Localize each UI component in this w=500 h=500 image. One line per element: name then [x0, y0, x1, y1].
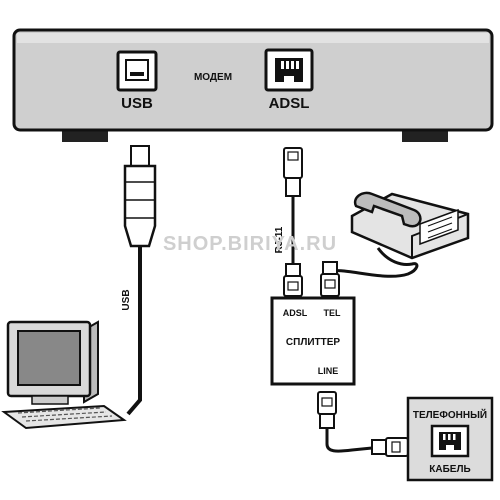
modem-center-label: МОДЕМ: [194, 72, 232, 83]
splitter-adsl-port-label: ADSL: [283, 308, 308, 318]
line-end-boot: [371, 439, 387, 455]
monitor-stand: [31, 395, 69, 405]
computer: [1, 320, 127, 430]
rj11-cable: RJ-11: [274, 147, 303, 297]
usb-cable-wire: [126, 246, 142, 416]
usb-plug-tip: [130, 145, 150, 167]
modem: USB МОДЕМ ADSL: [12, 28, 494, 142]
rj11-top-boot: [285, 177, 301, 197]
line-wire: [325, 428, 373, 453]
phone-cord: [329, 247, 419, 278]
keyboard: [1, 404, 127, 430]
modem-usb-label: USB: [121, 95, 153, 112]
line-cable: [317, 391, 409, 457]
splitter-tel-port-label: TEL: [324, 308, 342, 318]
rj11-bottom-plug: [283, 275, 303, 297]
phone-handset: [353, 191, 422, 228]
usb-cable: USB: [121, 145, 157, 416]
usb-cable-label: USB: [121, 289, 132, 310]
wall-socket-jack: [430, 424, 470, 458]
splitter-line-port-label: LINE: [318, 366, 339, 376]
line-top-boot: [319, 413, 335, 429]
rj11-cable-label: RJ-11: [274, 226, 285, 253]
modem-usb-port: [116, 50, 158, 92]
modem-top-band: [17, 33, 489, 43]
modem-adsl-port: [264, 48, 314, 92]
watermark: SHOP.BIRIYA.RU: [163, 233, 337, 255]
modem-adsl-label: ADSL: [269, 95, 310, 112]
line-top-plug: [317, 391, 337, 415]
wall-socket-label-top: ТЕЛЕФОННЫЙ: [413, 408, 487, 421]
splitter-title: СПЛИТТЕР: [286, 337, 341, 348]
usb-plug-body: [123, 164, 157, 248]
wall-socket: ТЕЛЕФОННЫЙ КАБЕЛЬ: [406, 396, 494, 482]
phone-plug: [320, 273, 340, 297]
wall-socket-label-bottom: КАБЕЛЬ: [429, 464, 470, 475]
line-end-plug: [385, 437, 409, 457]
splitter-body: [270, 296, 356, 386]
telephone: [320, 191, 470, 297]
monitor-screen: [17, 330, 81, 386]
splitter: ADSL TEL СПЛИТТЕР LINE: [270, 296, 356, 386]
modem-body: [12, 28, 494, 132]
